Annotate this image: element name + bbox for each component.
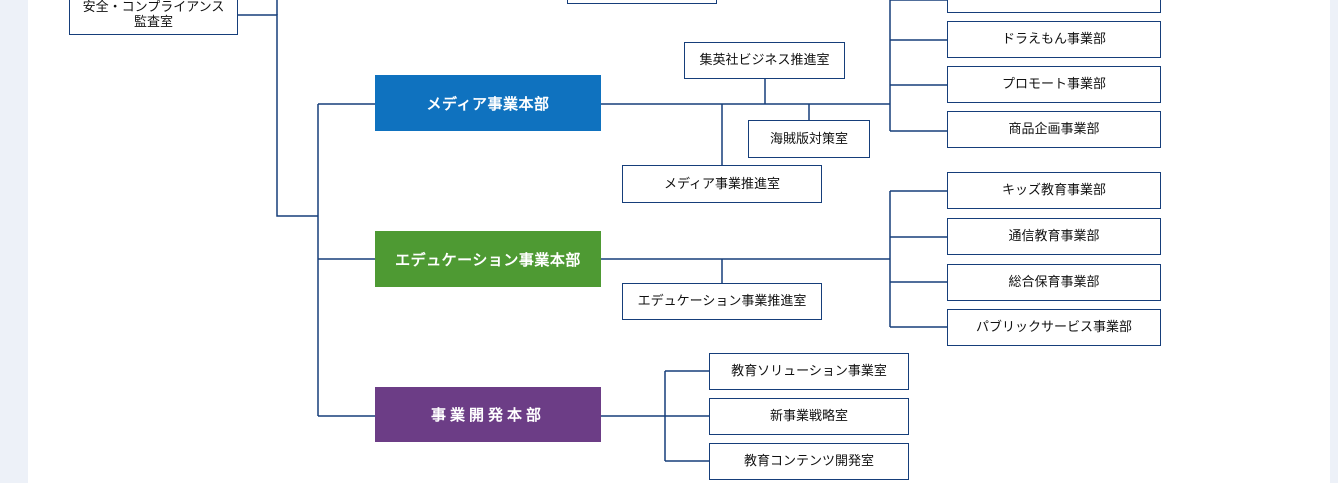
- anti-piracy-office: 海賊版対策室: [748, 120, 870, 158]
- media-department: プロモート事業部: [947, 66, 1161, 103]
- education-department: パブリックサービス事業部: [947, 309, 1161, 346]
- education-department: 通信教育事業部: [947, 218, 1161, 255]
- business-development-hq: 事業開発本部: [375, 387, 601, 442]
- media-division-hq: メディア事業本部: [375, 75, 601, 131]
- development-office: 教育ソリューション事業室: [709, 353, 909, 390]
- development-office: 新事業戦略室: [709, 398, 909, 435]
- compliance-audit-office: 安全・コンプライアンス 監査室: [69, 0, 238, 35]
- education-promotion-office: エデュケーション事業推進室: [622, 283, 822, 320]
- education-department: 総合保育事業部: [947, 264, 1161, 301]
- media-department: ドラえもん事業部: [947, 21, 1161, 58]
- shueisha-business-office: 集英社ビジネス推進室: [684, 42, 845, 79]
- education-division-hq: エデュケーション事業本部: [375, 231, 601, 287]
- development-office: 教育コンテンツ開発室: [709, 443, 909, 480]
- media-department: 商品企画事業部: [947, 111, 1161, 148]
- education-department: キッズ教育事業部: [947, 172, 1161, 209]
- top-cut-box-right: [947, 0, 1161, 13]
- media-promotion-office: メディア事業推進室: [622, 165, 822, 203]
- top-cut-box-center: [567, 0, 717, 4]
